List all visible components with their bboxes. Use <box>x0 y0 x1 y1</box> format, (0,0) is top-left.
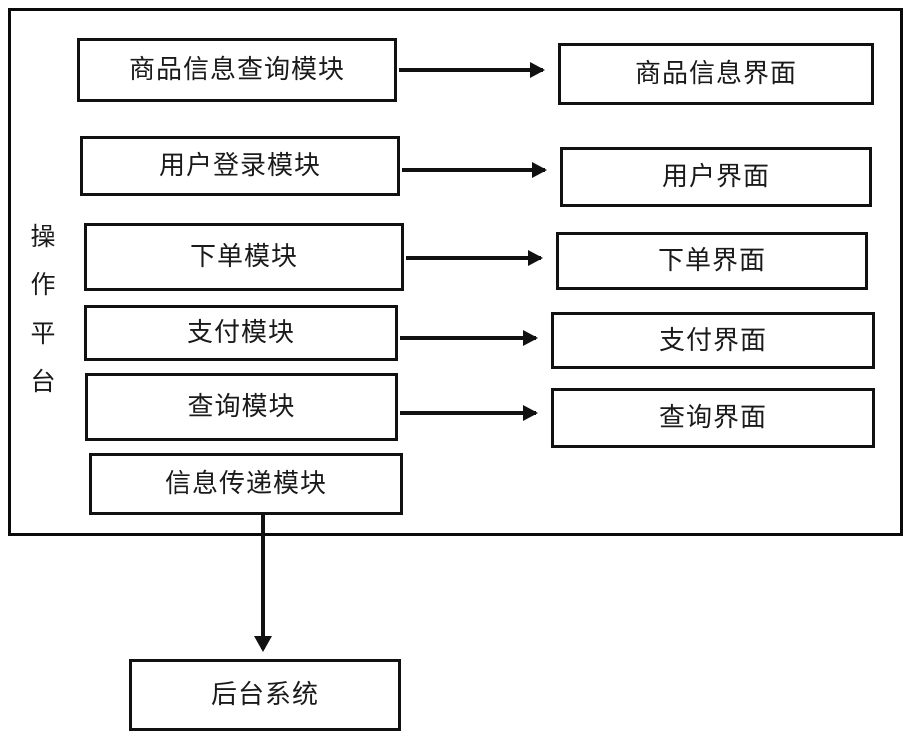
platform-label-char-1: 操 <box>30 222 56 251</box>
platform-side-label: 操 作 平 台 <box>22 224 64 394</box>
platform-label-char-4: 台 <box>30 366 56 396</box>
module-box-user-login[interactable]: 用户登录模块 <box>80 136 400 196</box>
module-box-query[interactable]: 查询模块 <box>85 373 398 441</box>
interface-box-payment[interactable]: 支付界面 <box>551 312 875 369</box>
module-box-order[interactable]: 下单模块 <box>84 223 404 291</box>
arrow-message-delivery-to-backend <box>261 515 265 649</box>
interface-box-user[interactable]: 用户界面 <box>560 147 872 207</box>
interface-box-query[interactable]: 查询界面 <box>551 388 875 448</box>
arrow-product-info-query-to-interface <box>399 68 543 72</box>
backend-system-box[interactable]: 后台系统 <box>129 659 401 731</box>
platform-label-char-2: 作 <box>30 270 56 300</box>
module-box-product-info-query[interactable]: 商品信息查询模块 <box>77 38 397 102</box>
module-box-payment[interactable]: 支付模块 <box>84 305 398 361</box>
arrow-payment-to-interface <box>400 336 536 340</box>
platform-label-char-3: 平 <box>30 318 56 348</box>
interface-box-order[interactable]: 下单界面 <box>556 232 868 290</box>
arrow-order-to-interface <box>406 256 541 260</box>
arrow-query-to-interface <box>400 411 536 415</box>
module-box-message-delivery[interactable]: 信息传递模块 <box>89 453 403 515</box>
arrow-user-login-to-interface <box>402 168 545 172</box>
interface-box-product-info[interactable]: 商品信息界面 <box>558 43 874 105</box>
